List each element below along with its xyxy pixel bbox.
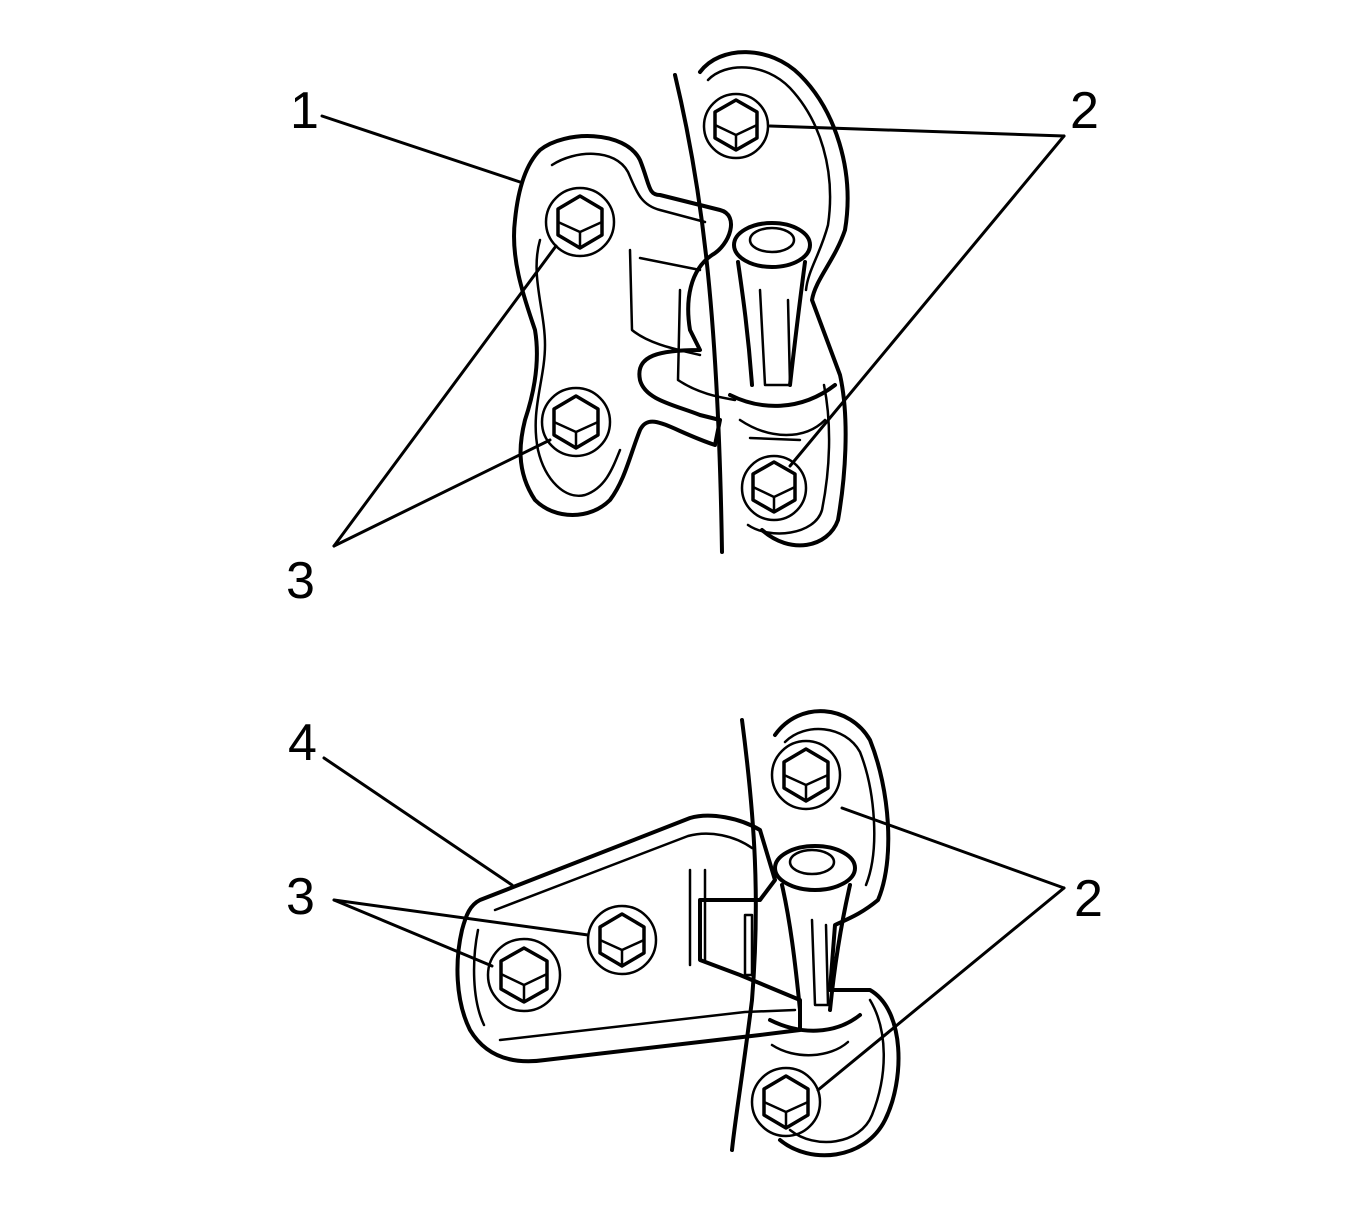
upper-hinge-assembly: 1 2 3	[286, 50, 1099, 610]
lower-leader-2b	[816, 886, 1066, 1092]
lower-leader-3a	[332, 898, 590, 937]
upper-callout-3: 3	[286, 552, 315, 610]
lower-hinge-assembly: 4 2 3	[286, 709, 1103, 1158]
lower-leader-4	[322, 756, 514, 887]
upper-callout-2: 2	[1070, 82, 1099, 140]
lower-bolt-door-right	[586, 904, 658, 976]
upper-bolt-body-bottom	[740, 454, 808, 522]
lower-body-side-hinge-plate	[773, 709, 901, 1158]
lower-callout-2: 2	[1074, 870, 1103, 928]
lower-bolt-door-left	[486, 937, 562, 1013]
lower-bolt-body-bottom	[750, 1066, 822, 1138]
upper-door-side-hinge-bracket	[512, 134, 837, 517]
lower-callout-4: 4	[288, 714, 317, 772]
upper-leader-2a	[768, 124, 1066, 138]
upper-leader-3b	[332, 438, 552, 548]
lower-callout-3: 3	[286, 868, 315, 926]
lower-leader-3b	[332, 898, 494, 968]
lower-door-side-hinge-bracket	[455, 813, 862, 1064]
upper-bolt-body-top	[702, 92, 770, 160]
upper-leader-2b	[788, 134, 1066, 468]
upper-bolt-door-top	[544, 186, 616, 258]
upper-bolt-door-bottom	[540, 386, 612, 458]
upper-leader-3a	[332, 244, 558, 548]
lower-leader-2a	[840, 806, 1066, 890]
upper-pillar-edge	[673, 73, 724, 554]
lower-bolt-body-top	[770, 739, 842, 811]
upper-leader-1	[320, 114, 522, 184]
upper-callout-1: 1	[290, 82, 319, 140]
